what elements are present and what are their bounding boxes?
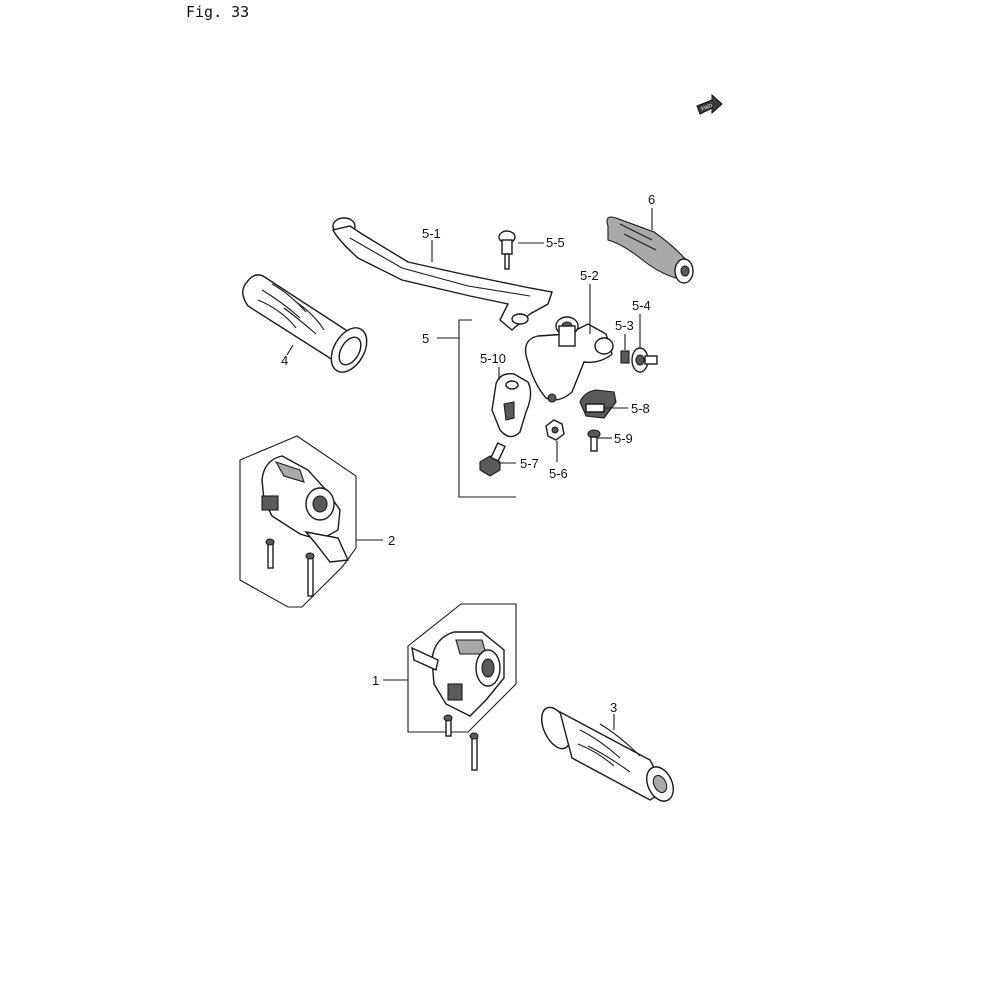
callout-5-5: 5-5 xyxy=(546,235,565,250)
group-5-bracket xyxy=(458,319,516,498)
callout-1: 1 xyxy=(372,673,379,688)
hex-nut xyxy=(545,419,565,441)
callout-5-7: 5-7 xyxy=(520,456,539,471)
lever-cover xyxy=(606,216,694,284)
callout-5-10: 5-10 xyxy=(480,351,506,366)
clutch-holder xyxy=(524,316,614,403)
callout-4: 4 xyxy=(281,353,288,368)
right-switch-frame xyxy=(407,603,517,733)
figure-title: Fig. 33 xyxy=(186,3,250,21)
adjuster-screw xyxy=(620,350,630,364)
fwd-label: FWD xyxy=(701,103,714,113)
callout-5-3: 5-3 xyxy=(615,318,634,333)
switch-screw xyxy=(587,429,601,452)
clutch-switch xyxy=(579,389,617,419)
callout-5-1: 5-1 xyxy=(422,226,441,241)
callout-3: 3 xyxy=(610,700,617,715)
throttle-grip xyxy=(540,706,674,802)
callout-2: 2 xyxy=(388,533,395,548)
clutch-lever xyxy=(331,217,553,331)
left-switch-frame xyxy=(239,435,357,608)
left-switch-assembly xyxy=(261,455,350,597)
callout-6: 6 xyxy=(648,192,655,207)
callout-5-2: 5-2 xyxy=(580,268,599,283)
right-switch-assembly xyxy=(411,631,505,771)
clamp-bolt xyxy=(479,442,506,477)
pivot-bolt xyxy=(498,230,516,270)
left-grip xyxy=(242,274,368,373)
callout-5-6: 5-6 xyxy=(549,466,568,481)
fwd-arrow-icon: FWD xyxy=(696,93,723,115)
callout-5-8: 5-8 xyxy=(631,401,650,416)
callout-5-9: 5-9 xyxy=(614,431,633,446)
holder-clamp xyxy=(491,373,532,438)
callout-5: 5 xyxy=(422,331,429,346)
adjuster-nut xyxy=(631,347,658,373)
callout-5-4: 5-4 xyxy=(632,298,651,313)
